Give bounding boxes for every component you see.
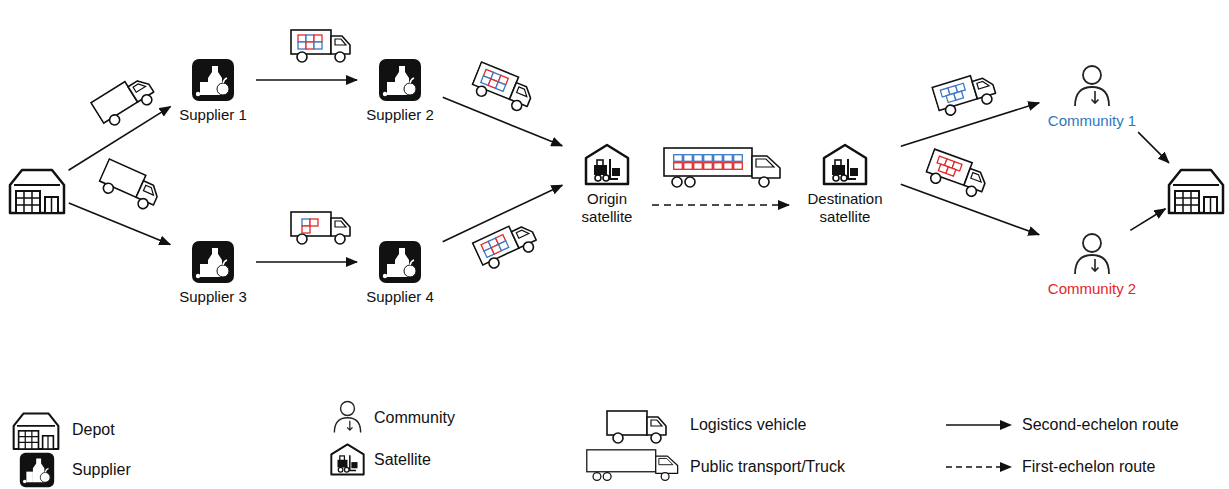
legend-label: Depot — [72, 420, 115, 440]
node-label: Supplier 3 — [179, 288, 247, 306]
second-echelon-route — [256, 79, 357, 81]
logistics-vehicle — [932, 70, 998, 118]
second-echelon-route — [443, 185, 563, 242]
node-label: Supplier 4 — [366, 288, 434, 306]
node-label: Community 2 — [1048, 280, 1136, 298]
community-icon — [1075, 234, 1109, 274]
legend-satellite-sample — [331, 444, 363, 474]
satellite-node: Destination satellite — [792, 142, 898, 226]
second-echelon-route — [901, 184, 1039, 234]
public-transport-truck — [664, 148, 780, 187]
legend-label: Second-echelon route — [1022, 415, 1179, 435]
logistics-vehicle — [96, 159, 163, 212]
supplier-icon — [192, 241, 234, 283]
node-label: Supplier 2 — [366, 106, 434, 124]
logistics-vehicle — [291, 212, 350, 244]
legend-supplier-sample — [20, 453, 54, 487]
supplier-node: Supplier 2 — [360, 58, 440, 124]
legend-label: Supplier — [72, 460, 131, 480]
legend-label: First-echelon route — [1022, 457, 1155, 477]
logistics-vehicle — [473, 218, 540, 272]
community-node: Community 1 — [1042, 64, 1142, 130]
node-label: Community 1 — [1048, 112, 1136, 130]
second-echelon-route — [69, 107, 171, 171]
satellite-node: Origin satellite — [565, 142, 649, 226]
legend-label: Community — [374, 408, 455, 428]
logistics-vehicle — [924, 149, 990, 199]
community-node: Community 2 — [1042, 232, 1142, 298]
satellite-icon — [586, 145, 628, 184]
supplier-node: Supplier 3 — [173, 240, 253, 306]
node-label: Destination satellite — [792, 190, 898, 226]
node-label: Origin satellite — [565, 190, 649, 226]
second-echelon-route — [1138, 132, 1169, 163]
depot-node — [8, 165, 66, 215]
legend-label: Logistics vehicle — [690, 415, 807, 435]
node-label: Supplier 1 — [179, 106, 247, 124]
depot-node — [1168, 165, 1224, 215]
legend-community-sample — [334, 402, 360, 433]
depot-icon — [1169, 170, 1223, 213]
supplier-icon — [379, 241, 421, 283]
second-echelon-route — [69, 203, 170, 245]
second-echelon-route — [901, 103, 1039, 147]
second-echelon-route — [443, 97, 562, 145]
legend-label: Public transport/Truck — [690, 457, 845, 477]
logistics-vehicle — [469, 62, 536, 114]
supplier-node: Supplier 1 — [173, 58, 253, 124]
second-echelon-route — [256, 261, 357, 263]
supplier-icon — [192, 59, 234, 101]
legend-dashed-route-sample — [946, 462, 1012, 472]
legend-depot-sample — [14, 413, 59, 449]
second-echelon-route — [1130, 209, 1165, 231]
satellite-icon — [824, 145, 866, 184]
logistics-vehicle — [291, 30, 350, 62]
supplier-node: Supplier 4 — [360, 240, 440, 306]
legend-truck-sample — [587, 450, 678, 481]
legend-vehicle-sample — [607, 411, 666, 443]
community-icon — [1075, 66, 1109, 106]
supplier-icon — [379, 59, 421, 101]
legend-label: Satellite — [374, 450, 431, 470]
first-echelon-route — [652, 204, 789, 206]
depot-icon — [10, 170, 64, 213]
legend-solid-route-sample — [946, 420, 1012, 430]
